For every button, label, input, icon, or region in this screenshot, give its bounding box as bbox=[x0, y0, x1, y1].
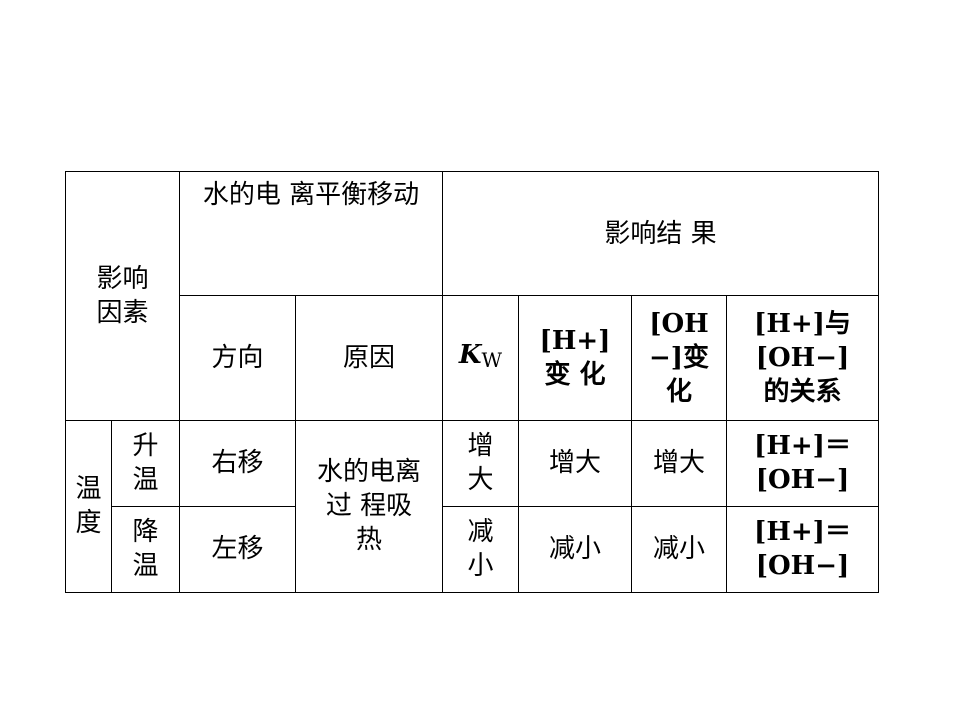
oh-change-header-cell: [OH−]变化 bbox=[631, 295, 727, 421]
data-table-container: 影响 因素 水的电 离平衡移动 影响结 果 方向 原因 KW [H+]变 化 [… bbox=[65, 170, 880, 594]
condition-label: 升 温 bbox=[132, 431, 159, 496]
group-label: 温 度 bbox=[75, 474, 102, 539]
reason-value: 水的电离过 程吸热 bbox=[316, 457, 421, 556]
h-change-header-label: [H+]变 化 bbox=[539, 325, 611, 390]
h-change-value: 减小 bbox=[548, 534, 601, 565]
direction-header-label: 方向 bbox=[211, 342, 264, 373]
kw-value: 减 小 bbox=[467, 517, 494, 582]
relation-cell: [H+]＝[OH−] bbox=[725, 505, 880, 594]
oh-change-cell: 增大 bbox=[631, 419, 727, 507]
oh-change-cell: 减小 bbox=[631, 505, 727, 594]
relation-header-cell: [H+]与[OH−]的关系 bbox=[725, 295, 880, 421]
direction-cell: 右移 bbox=[179, 419, 296, 507]
relation-header-label: [H+]与[OH−]的关系 bbox=[754, 308, 851, 407]
direction-value: 左移 bbox=[211, 534, 264, 565]
kw-cell: 减 小 bbox=[442, 505, 519, 594]
reason-merged-cell: 水的电离过 程吸热 bbox=[295, 419, 443, 594]
kw-subscript-w: W bbox=[481, 348, 503, 373]
condition-cell: 升 温 bbox=[111, 419, 180, 507]
relation-value: [H+]＝[OH−] bbox=[754, 431, 851, 496]
result-header-cell: 影响结 果 bbox=[441, 170, 880, 297]
header-row-2: 方向 原因 KW [H+]变 化 [OH−]变化 [H+]与[OH−]的关系 bbox=[66, 295, 880, 421]
direction-cell: 左移 bbox=[179, 505, 296, 594]
reason-header-label: 原因 bbox=[342, 342, 395, 373]
kw-header-cell: KW bbox=[442, 295, 519, 421]
shift-header-label: 水的电 离平衡移动 bbox=[202, 180, 420, 210]
direction-header-cell: 方向 bbox=[179, 295, 296, 421]
h-change-cell: 增大 bbox=[518, 419, 632, 507]
h-change-header-cell: [H+]变 化 bbox=[518, 295, 632, 421]
shift-header-cell: 水的电 离平衡移动 bbox=[179, 170, 443, 297]
relation-value: [H+]＝[OH−] bbox=[754, 517, 851, 582]
condition-cell: 降 温 bbox=[111, 505, 180, 594]
corner-cell-factor: 影响 因素 bbox=[65, 171, 180, 421]
kw-cell: 增 大 bbox=[442, 419, 519, 507]
reason-header-cell: 原因 bbox=[295, 295, 443, 421]
header-row-1: 影响 因素 水的电 离平衡移动 影响结 果 bbox=[65, 170, 880, 421]
oh-change-header-label: [OH−]变化 bbox=[648, 308, 710, 407]
table-row: 温 度 升 温 右移 水的电离过 程吸热 增 大 增大 增大 [H+]＝[OH−… bbox=[65, 419, 880, 594]
h-change-cell: 减小 bbox=[518, 505, 632, 594]
oh-change-value: 增大 bbox=[652, 448, 705, 479]
direction-value: 右移 bbox=[211, 448, 264, 479]
h-change-value: 增大 bbox=[548, 448, 601, 479]
corner-label: 影响 因素 bbox=[96, 263, 149, 328]
table-row: 降 温 左移 减 小 减小 减小 [H+]＝[OH−] bbox=[66, 505, 880, 594]
relation-cell: [H+]＝[OH−] bbox=[725, 419, 880, 507]
oh-change-value: 减小 bbox=[652, 534, 705, 565]
ionization-table: 影响 因素 水的电 离平衡移动 影响结 果 方向 原因 KW [H+]变 化 [… bbox=[65, 170, 880, 594]
condition-label: 降 温 bbox=[132, 517, 159, 582]
group-label-cell: 温 度 bbox=[65, 419, 112, 594]
kw-symbol-k: K bbox=[458, 340, 482, 371]
kw-value: 增 大 bbox=[467, 431, 494, 496]
result-header-label: 影响结 果 bbox=[604, 218, 717, 249]
